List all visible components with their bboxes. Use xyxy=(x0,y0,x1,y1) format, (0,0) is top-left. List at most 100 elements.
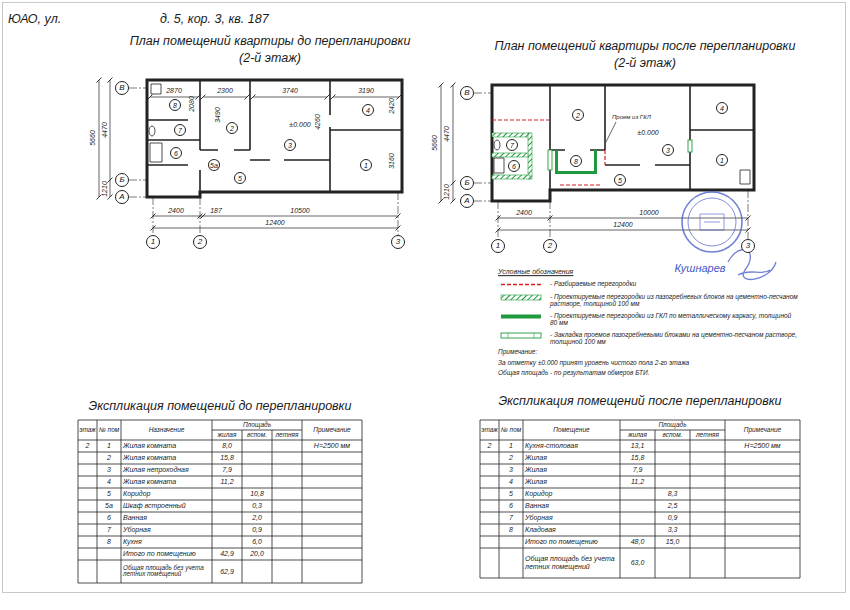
table-cell: 11,2 xyxy=(631,478,644,486)
table-cell: Кухня xyxy=(123,538,210,546)
legend-row: - Проектируемые перегородки из ГКЛ по ме… xyxy=(500,312,800,327)
outer-wall xyxy=(147,80,402,197)
table-cell: 15,8 xyxy=(220,454,234,462)
table-line xyxy=(480,578,800,579)
axis-bubble: А xyxy=(115,190,129,204)
dimension-text: 2080 xyxy=(188,96,196,112)
axis-line xyxy=(129,88,398,235)
leader-line xyxy=(606,122,616,142)
node-text: А xyxy=(464,197,469,205)
table-cell: 62,9 xyxy=(220,568,234,576)
table-line xyxy=(212,420,213,583)
table-cell: летняя xyxy=(275,431,298,438)
node-text: 2 xyxy=(576,112,580,119)
table-cell: 7,9 xyxy=(633,466,643,474)
table-line xyxy=(78,420,79,583)
legend-swatch xyxy=(501,314,541,318)
node-text: 2 xyxy=(198,238,202,246)
gkl-partition xyxy=(555,150,558,174)
table-cell: 7,9 xyxy=(222,466,232,474)
table-cell: Жилая xyxy=(525,466,618,474)
table-line xyxy=(480,476,800,477)
room-number: 8 xyxy=(169,99,181,111)
legend-sample xyxy=(508,333,509,338)
dimension-text: 10500 xyxy=(290,207,309,215)
table-cell: Коридор xyxy=(525,490,618,498)
room-number: 1 xyxy=(716,154,728,166)
table-cell: 5 xyxy=(107,490,111,498)
room-number: 1 xyxy=(360,159,372,171)
node-text: 5 xyxy=(618,177,622,184)
node-text: 6 xyxy=(174,150,178,157)
table-cell: Уборная xyxy=(123,526,210,534)
table-cell: Итого по помещению xyxy=(123,550,210,558)
table-cell: 4 xyxy=(509,478,513,486)
table-cell: 7 xyxy=(107,526,111,534)
table-cell: 2 xyxy=(107,454,111,462)
dimension-text: 5660 xyxy=(89,130,97,146)
dimension-text: 1210 xyxy=(443,184,451,200)
axis-bubble: В xyxy=(460,86,474,100)
legend-sample xyxy=(501,295,541,300)
axis-bubble: А xyxy=(460,194,474,208)
dimension-text: 187 xyxy=(210,207,222,215)
legend-swatch xyxy=(500,312,544,321)
table-cell: 2 xyxy=(509,454,513,462)
axis-bubble: Б xyxy=(115,173,129,187)
demolished-wall xyxy=(492,120,605,185)
gkl-partition xyxy=(555,171,597,174)
block-partition xyxy=(492,133,530,137)
axis-line xyxy=(474,93,748,239)
node-text: 3 xyxy=(396,238,400,246)
dimension-text: 2300 xyxy=(217,87,233,95)
page-frame xyxy=(3,3,846,593)
node-text: 7 xyxy=(510,142,514,149)
axis-bubble: 1 xyxy=(491,239,505,253)
plan-before xyxy=(99,80,402,235)
room-number: 4 xyxy=(362,104,374,116)
dimension-line xyxy=(441,85,748,230)
table-line xyxy=(499,420,500,578)
note-text: За отметку ±0.000 принят уровень чистого… xyxy=(498,359,689,366)
dimension-text: 2420 xyxy=(388,98,396,114)
dimension-text: 3490 xyxy=(214,107,222,123)
legend-swatch xyxy=(500,280,544,289)
axis-bubble: 1 xyxy=(146,235,160,249)
table-line xyxy=(620,430,725,431)
signature xyxy=(728,250,776,280)
dimension-text: 10000 xyxy=(639,209,658,217)
table-cell: 6,0 xyxy=(252,538,262,546)
node-text: Б xyxy=(464,179,469,187)
table-cell: Кухня-столовая xyxy=(525,442,618,450)
table-line xyxy=(480,548,800,549)
dimension-text: 5660 xyxy=(431,135,439,151)
node-text: 4 xyxy=(720,105,724,112)
node-text: 4 xyxy=(366,107,370,114)
table-cell: 42,9 xyxy=(220,550,234,558)
legend-text: - Проектируемые перегородки из ГКЛ по ме… xyxy=(550,312,800,327)
node-text: 2 xyxy=(548,242,552,250)
fixture xyxy=(149,126,155,136)
room-number: 7 xyxy=(174,124,186,136)
opening-infill xyxy=(688,140,692,152)
table-cell: Шкаф встроенный xyxy=(123,502,210,510)
table-line xyxy=(800,420,801,578)
table-line xyxy=(97,420,98,583)
table-cell: 0,9 xyxy=(668,514,678,522)
legend-swatch xyxy=(500,293,544,302)
table-cell: летняя xyxy=(696,431,719,438)
table-line xyxy=(480,524,800,525)
stamp-emblem xyxy=(700,214,724,230)
table-line xyxy=(523,420,524,578)
table-cell: 15,0 xyxy=(666,538,680,546)
table-cell: Общая площадь без учета летних помещений xyxy=(123,565,210,579)
table-cell: 10,8 xyxy=(250,490,264,498)
table-line xyxy=(690,430,691,578)
table-line xyxy=(480,536,800,537)
table-line xyxy=(121,420,122,583)
table-cell: 3 xyxy=(509,466,513,474)
dimension-text: 1210 xyxy=(101,181,109,197)
dimension-text: 2870 xyxy=(166,87,182,95)
gkl-partition xyxy=(594,150,597,174)
